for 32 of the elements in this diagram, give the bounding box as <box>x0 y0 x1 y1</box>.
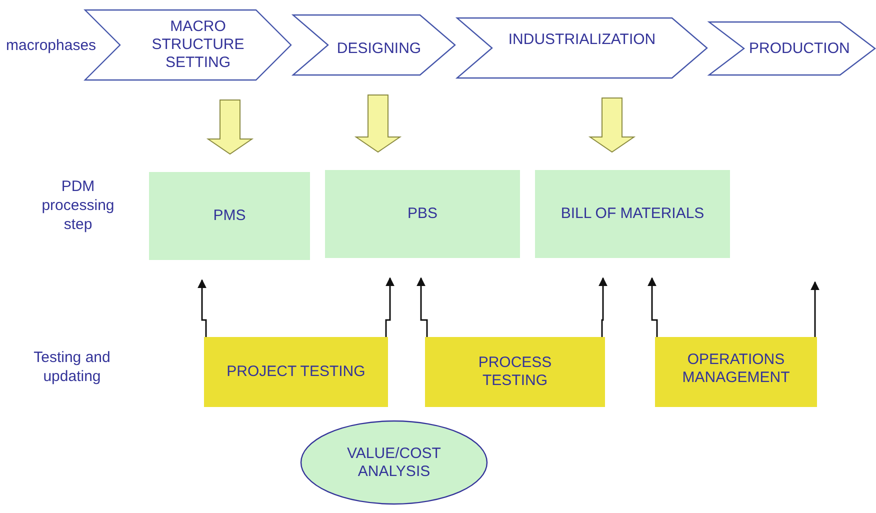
step-label: DESIGNING <box>336 40 422 58</box>
row-label: Testing and updating <box>32 349 112 386</box>
feedback-arrow <box>198 279 207 337</box>
macrophase-step <box>457 18 707 78</box>
step-label: OPERATIONS MANAGEMENT <box>681 351 791 387</box>
testing-box <box>425 337 605 407</box>
step-label: PROCESS TESTING <box>477 354 553 390</box>
processing-step-box <box>149 172 310 260</box>
feedback-arrow <box>648 277 658 337</box>
testing-box <box>204 337 388 407</box>
step-label: BILL OF MATERIALS <box>560 205 704 223</box>
macrophase-step <box>293 15 455 75</box>
row-label: PDM processing step <box>40 178 116 234</box>
processing-step-box <box>535 170 730 258</box>
analysis-ellipse <box>300 420 488 505</box>
step-label: INDUSTRIALIZATION <box>508 31 656 49</box>
step-label: PMS <box>213 207 246 225</box>
feedback-arrow <box>416 277 428 337</box>
feedback-arrow <box>598 277 608 337</box>
processing-step-box <box>325 170 520 258</box>
step-label: PBS <box>407 205 438 223</box>
feedback-arrow <box>810 281 820 337</box>
block-arrow <box>354 94 402 153</box>
step-label: VALUE/COST ANALYSIS <box>346 444 442 480</box>
feedback-arrow <box>385 277 394 337</box>
block-arrow <box>588 98 636 153</box>
row-label: macrophases <box>6 37 98 56</box>
block-arrow <box>206 100 254 155</box>
step-label: PROJECT TESTING <box>226 363 366 381</box>
step-label: MACRO STRUCTURE SETTING <box>150 18 246 72</box>
testing-box <box>655 337 817 407</box>
macrophase-step <box>709 22 875 75</box>
